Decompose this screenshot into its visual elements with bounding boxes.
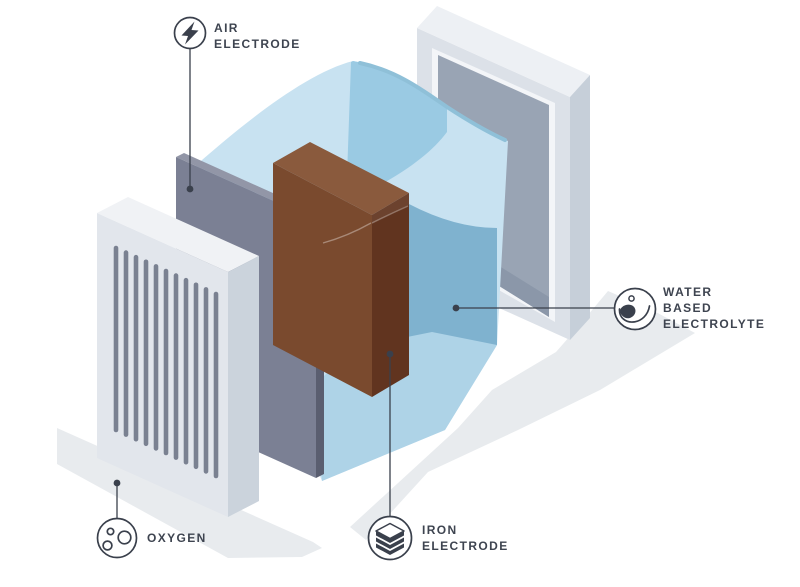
vent-panel-top	[97, 197, 259, 272]
air-electrode-label: AIR ELECTRODE	[214, 20, 301, 52]
water-electrolyte-badge	[613, 287, 657, 331]
iron-electrode-block	[273, 142, 409, 397]
electrolyte-rim-edge	[358, 61, 507, 142]
water-drop-icon	[618, 295, 651, 323]
iron-electrode-right-face	[372, 193, 409, 397]
air-electrode-badge	[173, 16, 207, 50]
iron-electrode-waterline-left	[322, 222, 372, 244]
frame-top-face	[417, 6, 590, 97]
iron-electrode-top	[273, 142, 409, 215]
water-electrolyte-label: WATER BASED ELECTROLYTE	[663, 284, 765, 332]
iron-electrode-label: IRON ELECTRODE	[422, 522, 509, 554]
water-leader-dot	[452, 304, 460, 312]
iron-electrode-label-line1: IRON	[422, 523, 458, 537]
oxygen-label-line1: OXYGEN	[147, 531, 207, 545]
bubbles-icon	[102, 527, 132, 551]
vent-panel-side	[228, 256, 259, 517]
iron-electrode-waterline-right	[371, 205, 409, 224]
iron-electrode-left-face	[273, 163, 372, 397]
iron-electrode-badge	[367, 515, 413, 561]
water-label-line2: BASED	[663, 301, 713, 315]
leader-dots	[113, 185, 460, 487]
oxygen-label: OXYGEN	[147, 530, 207, 546]
iron-electrode-label-line2: ELECTRODE	[422, 539, 509, 553]
water-label-line3: ELECTROLYTE	[663, 317, 766, 331]
lightning-bolt-icon	[181, 21, 199, 45]
vent-slats	[113, 245, 219, 479]
water-label-line1: WATER	[663, 285, 713, 299]
air-leader-dot	[186, 185, 194, 193]
air-electrode-label-line2: ELECTRODE	[214, 37, 301, 51]
oxygen-badge	[96, 517, 138, 559]
leader-lines	[116, 49, 614, 518]
electrolyte-wave-flank	[346, 61, 447, 205]
layer-stack-icon	[375, 522, 405, 555]
oxygen-leader-dot	[113, 479, 121, 487]
iron-leader-dot	[386, 350, 394, 358]
air-electrode-label-line1: AIR	[214, 21, 239, 35]
shadow-right	[350, 291, 695, 540]
iron-electrode-wet-sheen	[372, 193, 409, 223]
oxygen-vent-panel	[97, 197, 259, 517]
frame-side-face	[570, 75, 590, 340]
